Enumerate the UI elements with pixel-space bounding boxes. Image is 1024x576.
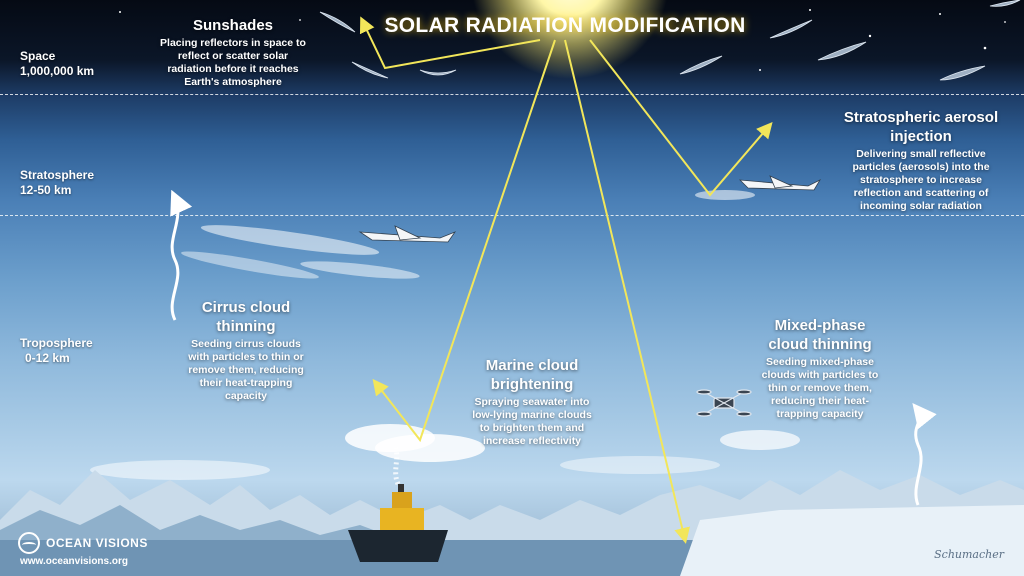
- ocean-visions-logo[interactable]: OCEAN VISIONS: [18, 532, 148, 554]
- drone-icon: [696, 389, 752, 417]
- logo-text: OCEAN VISIONS: [46, 536, 148, 550]
- method-description: Seeding mixed-phase clouds with particle…: [761, 356, 879, 420]
- layer-altitude: 12-50 km: [20, 183, 72, 197]
- marine-cloud: [375, 434, 485, 462]
- solar-ray-arrows: [359, 16, 773, 544]
- method-sunshades: Sunshades Placing reflectors in space to…: [158, 16, 308, 89]
- low-cloud: [560, 456, 720, 474]
- cirrus-cloud: [200, 225, 380, 255]
- layer-label-stratosphere: Stratosphere 12-50 km: [20, 168, 94, 198]
- layer-altitude: 1,000,000 km: [20, 64, 95, 78]
- layer-label-troposphere: Troposphere 0-12 km: [20, 336, 93, 366]
- method-title: Sunshades: [192, 17, 274, 34]
- upward-arrow-icon: [170, 189, 937, 506]
- artist-signature: Schumacher: [934, 548, 1004, 561]
- layer-name: Space: [20, 49, 56, 63]
- layer-altitude: 0-12 km: [25, 351, 70, 365]
- method-description: Placing reflectors in space to reflect o…: [160, 37, 306, 88]
- cirrus-cloud: [181, 251, 319, 279]
- ship-icon: [348, 444, 448, 562]
- mixed-phase-cloud: [720, 430, 800, 450]
- aerosol-trail: [695, 190, 755, 200]
- star-icon: [119, 9, 1006, 71]
- page-title: SOLAR RADIATION MODIFICATION: [384, 14, 746, 37]
- mountain-range: [0, 470, 1024, 576]
- layer-name: Stratosphere: [20, 168, 95, 182]
- ocean-visions-logo-icon: [18, 532, 40, 554]
- stratosphere-boundary-line: [0, 215, 1024, 216]
- aircraft-icon: [358, 175, 822, 243]
- method-description: Spraying seawater into low-lying marine …: [472, 396, 592, 447]
- method-description: Seeding cirrus clouds with particles to …: [188, 338, 304, 402]
- low-cloud: [90, 460, 270, 480]
- method-description: Delivering small reflective particles (a…: [852, 148, 990, 212]
- cirrus-cloud: [300, 261, 420, 279]
- space-boundary-line: [0, 94, 1024, 95]
- space-reflector-icon: [319, 0, 1021, 81]
- website-link[interactable]: www.oceanvisions.org: [20, 556, 128, 567]
- layer-name: Troposphere: [20, 336, 93, 350]
- layer-label-space: Space 1,000,000 km: [20, 49, 94, 79]
